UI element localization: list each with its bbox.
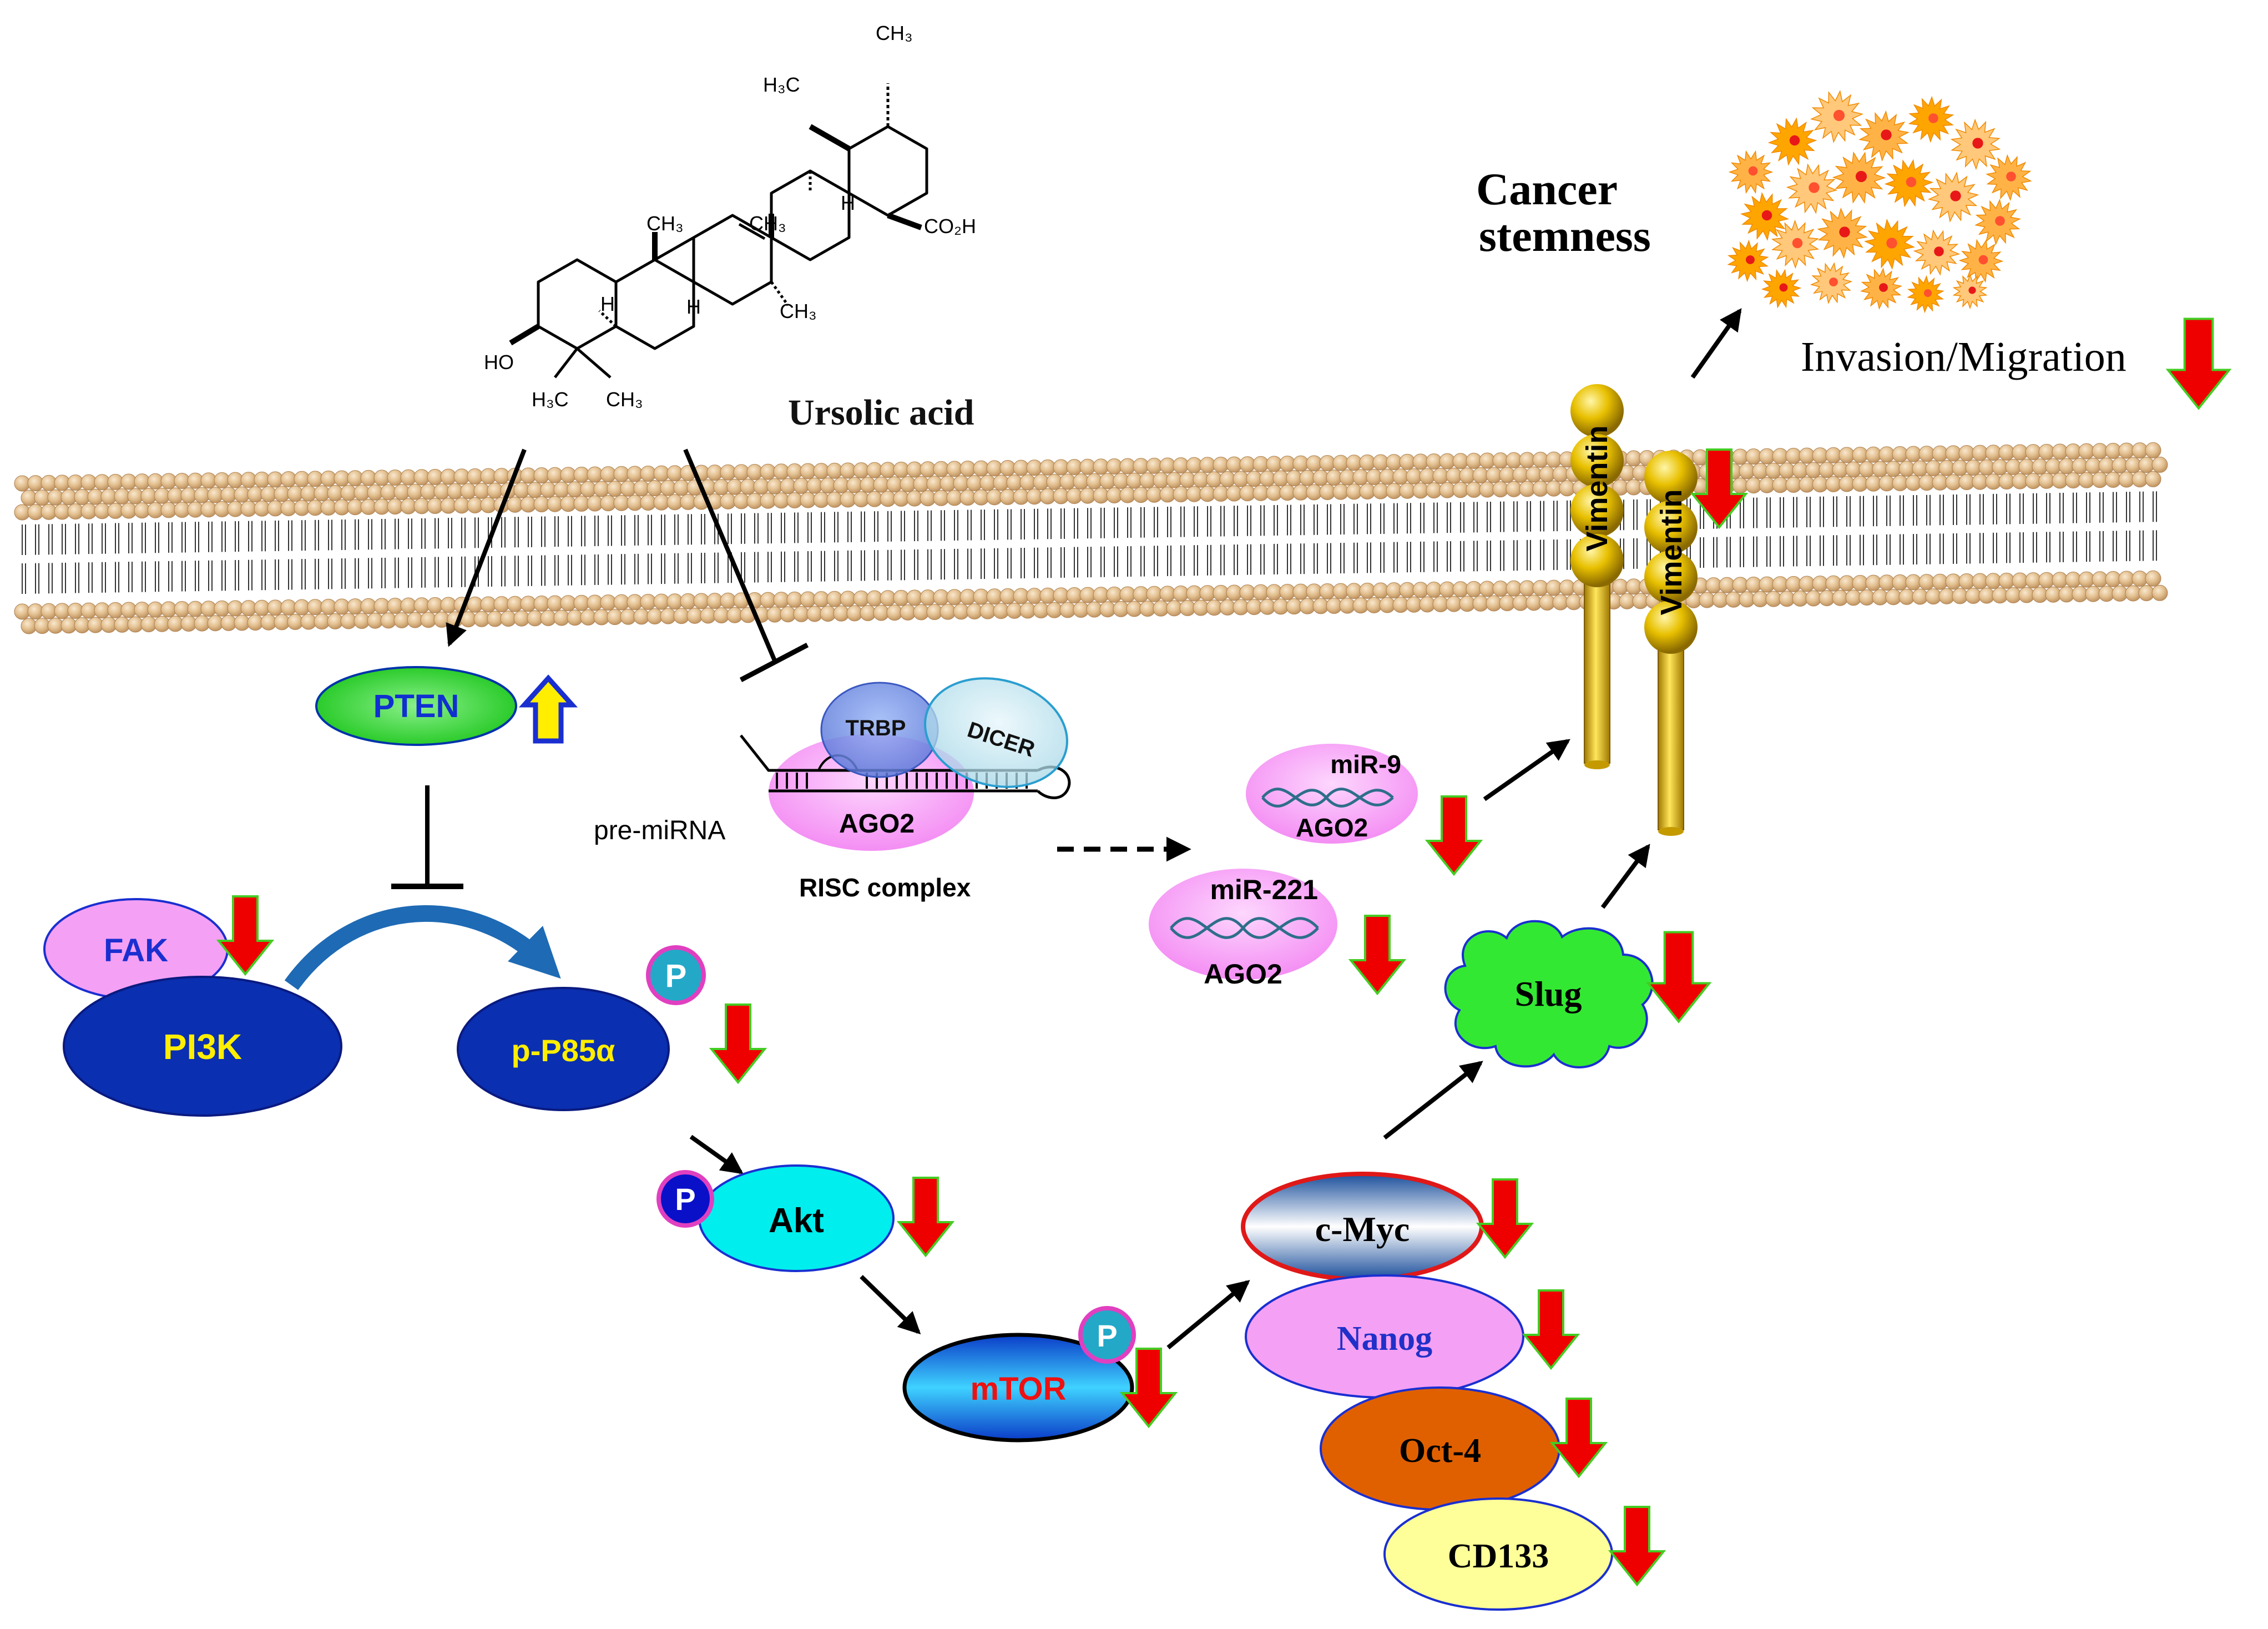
methyl-label: CH₃ [780,300,817,322]
pten-node [315,666,517,746]
cancer-stem-cell-cluster [1727,90,2032,314]
phospho-label: P [675,1182,695,1217]
arrow-mtor-to-cmyc [1166,1280,1250,1350]
mtor-node [902,1333,1134,1443]
hydrogen-label: H [600,292,615,315]
cmyc-label: c-Myc [1315,1209,1410,1249]
ursolic-acid-structure [509,83,928,379]
dicer-node [924,677,1068,788]
hydroxyl-label: HO [484,351,514,374]
down-arrow-icon [1608,1506,1666,1587]
invasion-migration-label: Invasion/Migration [1801,334,2126,380]
down-arrow-icon [1522,1289,1580,1370]
down-arrow-icon [1690,448,1749,529]
mirna-strand-icon [1170,917,1319,939]
mir221-ago2-label: AGO2 [1204,959,1282,990]
methyl-label: CH₃ [876,22,913,44]
membrane-tails [22,491,2157,594]
arrow-vimentin-to-stemness [1690,308,1742,379]
down-arrow-icon [896,1177,955,1258]
vimentin-protein-2 [1644,451,1698,836]
nanog-label: Nanog [1337,1320,1432,1358]
mir221-ago2-node [1149,869,1337,980]
phospho-label: P [665,958,687,994]
methyl-label: CH₃ [646,212,684,235]
downregulation-arrows [216,317,2232,1587]
mir9-label: miR-9 [1330,750,1401,779]
vimentin-label-1: Vimentin [1580,425,1614,551]
methyl-label: H₃C [532,388,569,411]
pi3k-label: PI3K [163,1027,242,1067]
phospho-badge-p85 [646,945,706,1005]
slug-label: Slug [1515,974,1582,1013]
phospho-label: P [1097,1318,1117,1353]
down-arrow-icon [709,1003,767,1085]
down-arrow-icon [1476,1178,1534,1259]
methyl-label: H₃C [763,73,800,96]
hydrogen-label: H [841,191,855,214]
methyl-label: CH₃ [749,212,786,235]
slug-node [1444,920,1654,1068]
cancer-stemness-label-line1: Cancer [1476,164,1618,214]
fak-label: FAK [104,932,168,969]
risc-complex-label: RISC complex [799,873,971,902]
inhibition-line-to-risc [683,448,778,664]
pi3k-node [63,976,342,1117]
upregulation-up-arrow-icon [518,674,578,744]
inhibition-bar-risc [739,643,809,682]
hydrogen-label: H [686,295,701,318]
oct4-label: Oct-4 [1399,1432,1481,1470]
pten-label: PTEN [373,688,459,724]
down-arrow-icon [1348,915,1407,996]
mir9-ago2-label: AGO2 [1296,813,1368,842]
arrow-akt-to-mtor [860,1275,921,1335]
phospho-badge-akt [656,1170,714,1228]
compound-name: Ursolic acid [788,392,974,433]
arrow-cmyc-to-slug [1383,1061,1483,1140]
mir221-label: miR-221 [1210,874,1318,905]
ago2-label: AGO2 [839,809,915,839]
p85-label: p-P85α [512,1033,615,1068]
pre-mirna-label: pre-miRNA [594,816,725,845]
phospho-badge-mtor [1078,1306,1136,1364]
vimentin-label-2: Vimentin [1655,489,1688,615]
trbp-label: TRBP [846,716,906,740]
p85-node [457,987,670,1111]
down-arrow-icon [2165,317,2232,410]
membrane-heads-top [14,442,2168,521]
cd133-label: CD133 [1448,1537,1549,1575]
carboxylic-acid-label: CO₂H [924,215,976,238]
down-arrow-icon [1425,795,1483,876]
mirna-strand-icon [1261,789,1394,808]
down-arrow-icon [1645,931,1712,1023]
activation-arrow-to-pten [446,448,527,647]
vimentin-protein-1 [1570,384,1624,769]
arrow-mir9-to-vimentin [1483,739,1570,801]
arrow-p85-to-akt [689,1134,744,1174]
down-arrow-icon [1119,1348,1178,1429]
pre-mirna-hairpin [740,734,1071,799]
mtor-label: mTOR [971,1371,1067,1407]
curved-arrow-pi3k-to-p85 [284,905,561,990]
arrow-slug-to-vimentin [1600,844,1650,909]
down-arrow-icon [1549,1398,1608,1479]
akt-label: Akt [769,1202,824,1240]
ago2-risc-node [769,734,974,851]
methyl-label: CH₃ [606,388,643,411]
cancer-stemness-label-line2: stemness [1479,210,1651,261]
down-arrow-icon [216,895,275,976]
cell-membrane [14,442,2168,634]
membrane-heads-bottom [14,570,2168,634]
